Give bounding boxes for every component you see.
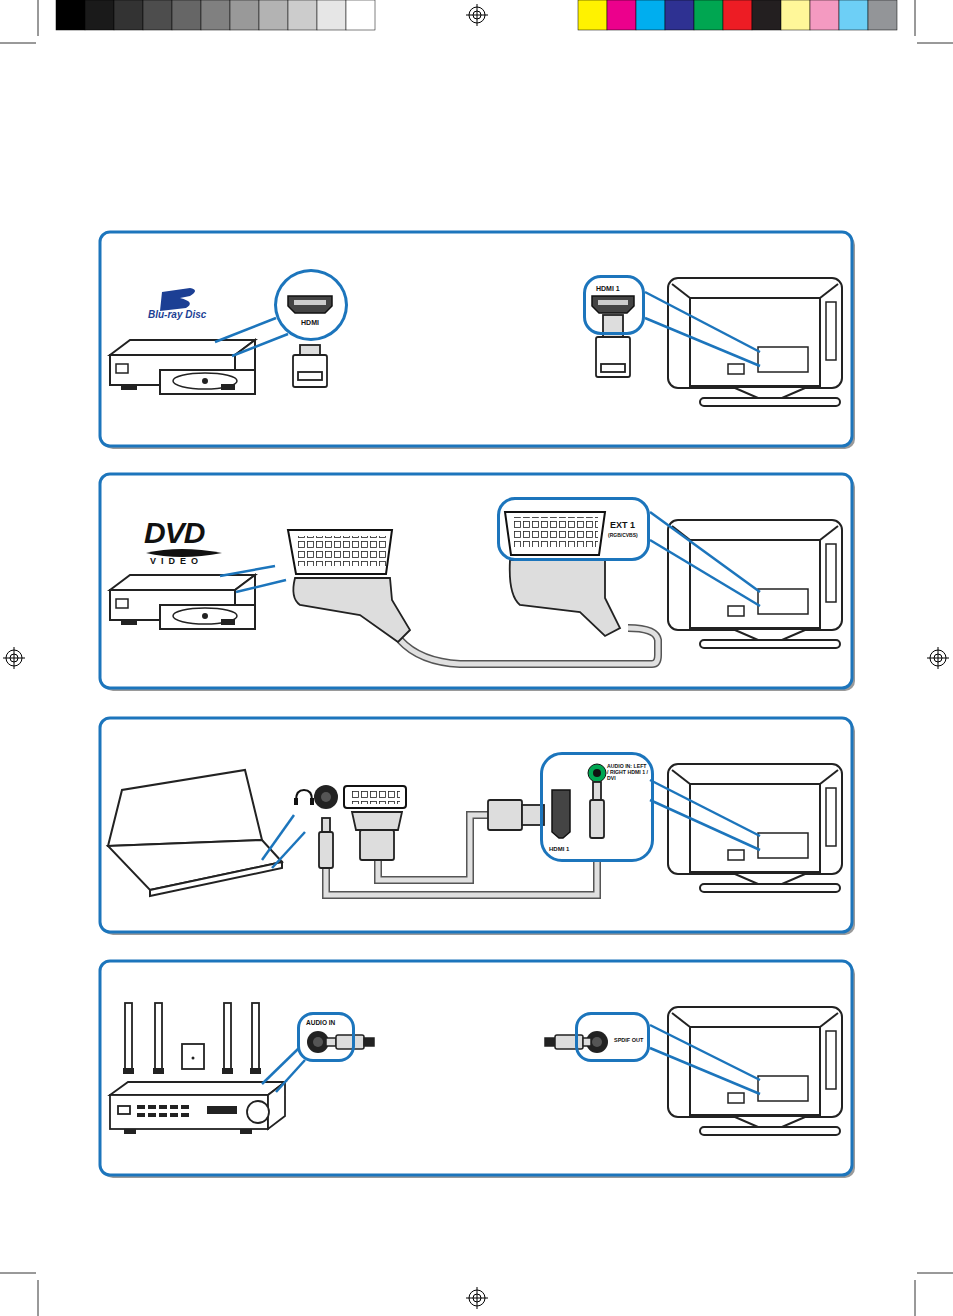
callout-box: HDMI — [274, 269, 348, 341]
port-label: HDMI 1 — [549, 846, 569, 853]
callout-box: AUDIO IN: LEFT / RIGHT HDMI 1 / DVI HDMI … — [540, 752, 654, 862]
port-label: SPDIF OUT — [614, 1037, 643, 1043]
callout-box: HDMI 1 — [583, 275, 645, 335]
port-label: HDMI — [277, 319, 343, 327]
port-label: EXT 1 — [610, 520, 635, 530]
logo-text: Blu-ray Disc — [148, 309, 206, 320]
callout-box: SPDIF OUT — [575, 1012, 650, 1062]
port-label: AUDIO IN — [306, 1019, 335, 1026]
logo-text: VIDEO — [150, 556, 203, 566]
port-label: AUDIO IN: LEFT / RIGHT HDMI 1 / DVI — [607, 764, 649, 782]
port-label: (RGB/CVBS) — [608, 533, 638, 539]
callout-box: AUDIO IN — [297, 1012, 355, 1062]
callout-box: EXT 1 (RGB/CVBS) — [497, 497, 650, 561]
port-label: HDMI 1 — [596, 285, 620, 293]
logo-text: DVD — [144, 516, 204, 550]
